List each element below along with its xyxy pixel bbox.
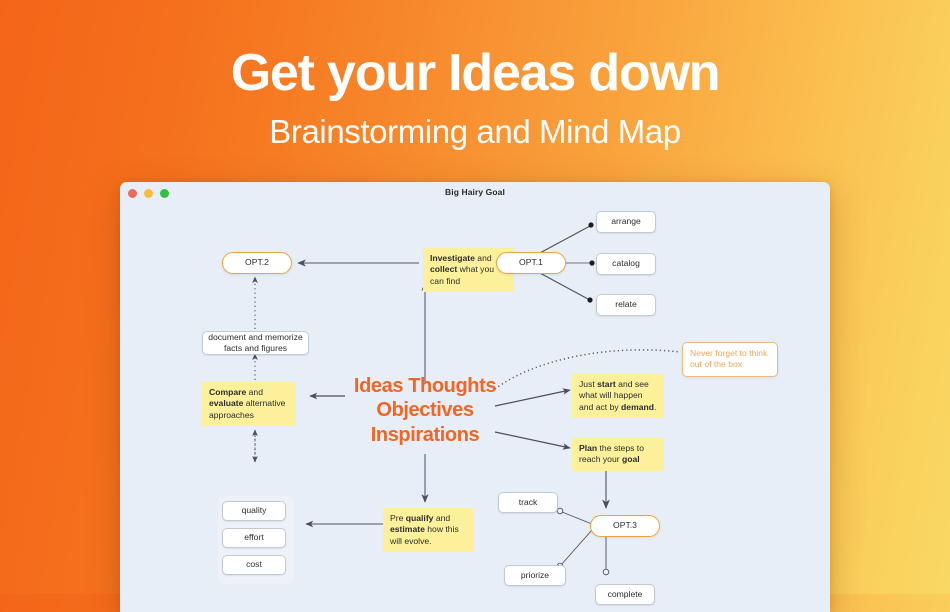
note-plan-bold2: goal	[622, 454, 640, 465]
center-line-3: Inspirations	[370, 423, 480, 446]
node-opt2[interactable]: OPT.2	[222, 252, 292, 274]
window-controls[interactable]	[128, 189, 169, 198]
page-title: Get your Ideas down	[230, 44, 721, 102]
note-start-bold2: demand	[621, 401, 654, 412]
note-prequalify-bold1: qualify	[405, 513, 434, 523]
note-compare-bold1: Compare	[209, 387, 247, 397]
minimize-icon[interactable]	[144, 189, 153, 198]
node-arrange[interactable]: arrange	[596, 211, 656, 233]
note-prequalify-bold2: estimate	[390, 524, 425, 535]
note-start-rest: .	[654, 401, 657, 412]
note-plan[interactable]: Plan the steps to reach your goal	[572, 438, 664, 471]
note-think-out-of-box[interactable]: Never forget to think out of the box	[682, 342, 778, 377]
note-compare-bold2: evaluate	[209, 398, 244, 409]
node-opt1[interactable]: OPT.1	[496, 252, 566, 274]
note-investigate-bold2: collect	[430, 264, 458, 275]
window-title: Big Hairy Goal	[445, 187, 505, 197]
node-relate[interactable]: relate	[596, 294, 656, 316]
node-opt3[interactable]: OPT.3	[590, 515, 660, 537]
zoom-icon[interactable]	[160, 189, 169, 198]
note-investigate-rest: what you can find	[430, 264, 495, 286]
note-prequalify[interactable]: Pre qualify and estimate how this will e…	[383, 508, 473, 553]
note-prequalify-mid1: and	[433, 513, 451, 523]
node-quality[interactable]: quality	[222, 501, 286, 521]
note-compare[interactable]: Compare and evaluate alternative approac…	[202, 382, 296, 427]
note-plan-bold1: Plan	[579, 443, 598, 453]
note-prequalify-rest: how this will evolve.	[390, 524, 459, 546]
node-track[interactable]: track	[498, 492, 558, 513]
window-titlebar[interactable]: Big Hairy Goal	[120, 182, 830, 204]
note-start-bold1: start	[597, 379, 616, 389]
node-catalog[interactable]: catalog	[596, 253, 656, 275]
close-icon[interactable]	[128, 189, 137, 198]
connector-layer	[252, 222, 681, 576]
mindmap-canvas[interactable]: OPT.2 Investigate and collect what you c…	[120, 204, 830, 612]
note-compare-mid1: and	[246, 387, 263, 397]
page-subtitle: Brainstorming and Mind Map	[269, 112, 681, 150]
mindmap-center-title: Ideas Thoughts Objectives Inspirations	[345, 374, 505, 447]
note-start-pre: Just	[579, 379, 598, 389]
note-investigate-mid1: and	[474, 253, 492, 263]
node-priorize[interactable]: priorize	[504, 565, 566, 586]
note-compare-rest: alternative approaches	[209, 398, 286, 420]
hero-banner: Get your Ideas down Brainstorming and Mi…	[0, 0, 950, 151]
app-window: Big Hairy Goal	[120, 182, 830, 612]
node-effort[interactable]: effort	[222, 528, 286, 548]
note-start-mid1: and see what will happen and act by	[579, 379, 649, 412]
center-line-2: Objectives	[376, 399, 474, 422]
note-investigate-bold1: Investigate	[430, 253, 475, 263]
note-start[interactable]: Just start and see what will happen and …	[572, 374, 664, 419]
note-plan-mid1: the steps to reach your	[579, 443, 644, 465]
node-complete[interactable]: complete	[595, 584, 655, 605]
note-prequalify-pre: Pre	[390, 513, 406, 523]
node-cost[interactable]: cost	[222, 555, 286, 575]
center-line-1: Ideas Thoughts	[353, 375, 497, 397]
node-document[interactable]: document and memorize facts and figures	[202, 331, 309, 355]
